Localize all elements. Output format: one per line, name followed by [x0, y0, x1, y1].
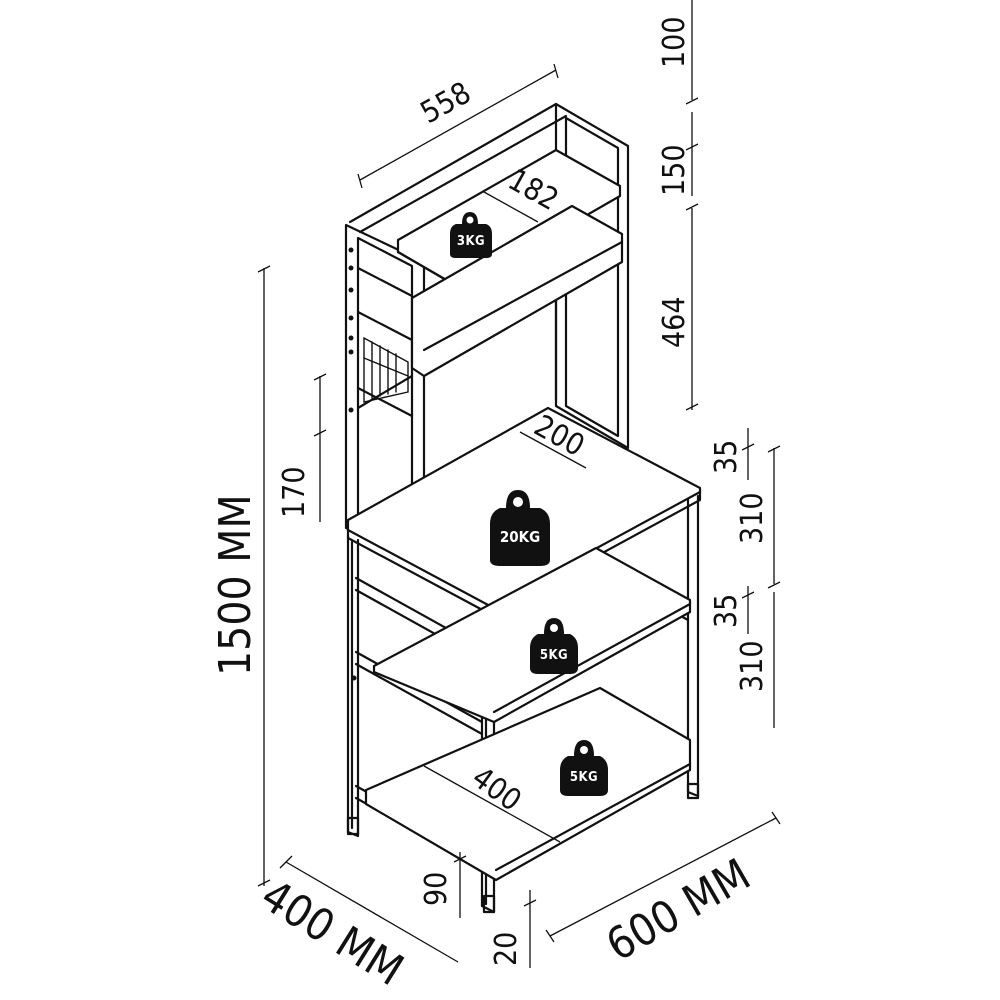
dim-20-label: 20 [489, 932, 524, 966]
bottom-shelf [364, 686, 692, 882]
dim-35b-label: 35 [709, 594, 744, 628]
hutch-lower-shelf [410, 204, 624, 378]
dim-464-label: 464 [657, 296, 692, 348]
dim-base-vertical: 35 310 35 310 [709, 428, 781, 728]
post-holes [348, 247, 418, 681]
dim-170: 170 [277, 373, 327, 522]
dim-1500-label: 1500 MM [210, 494, 261, 676]
dim-100-label: 100 [657, 16, 692, 68]
dim-600mm-label: 600 MM [598, 849, 759, 971]
weight-20kg-label: 20KG [500, 528, 540, 546]
dim-150-label: 150 [657, 144, 692, 196]
dim-310a-label: 310 [735, 492, 770, 544]
weight-5kg-bottom-label: 5KG [570, 770, 598, 785]
weight-5kg-middle: 5KG [530, 618, 578, 674]
weight-3kg: 3KG [450, 212, 492, 258]
dim-600mm: 600 MM [545, 811, 781, 972]
dim-1500: 1500 MM [210, 265, 271, 887]
wire-basket [363, 336, 409, 403]
base-frame [346, 406, 702, 914]
dim-35a-label: 35 [709, 440, 744, 474]
weight-5kg-middle-label: 5KG [540, 648, 568, 663]
middle-shelf [372, 546, 692, 724]
dim-90-label: 90 [419, 872, 454, 906]
weight-5kg-bottom: 5KG [560, 740, 608, 796]
weight-3kg-label: 3KG [457, 234, 485, 249]
dim-558-label: 558 [415, 75, 477, 131]
dim-310b-label: 310 [735, 640, 770, 692]
weight-20kg: 20KG [490, 490, 550, 566]
dim-hutch-vertical: 100 150 464 [657, 0, 699, 411]
dim-170-label: 170 [277, 466, 312, 518]
dim-90-20: 90 20 [419, 852, 537, 968]
